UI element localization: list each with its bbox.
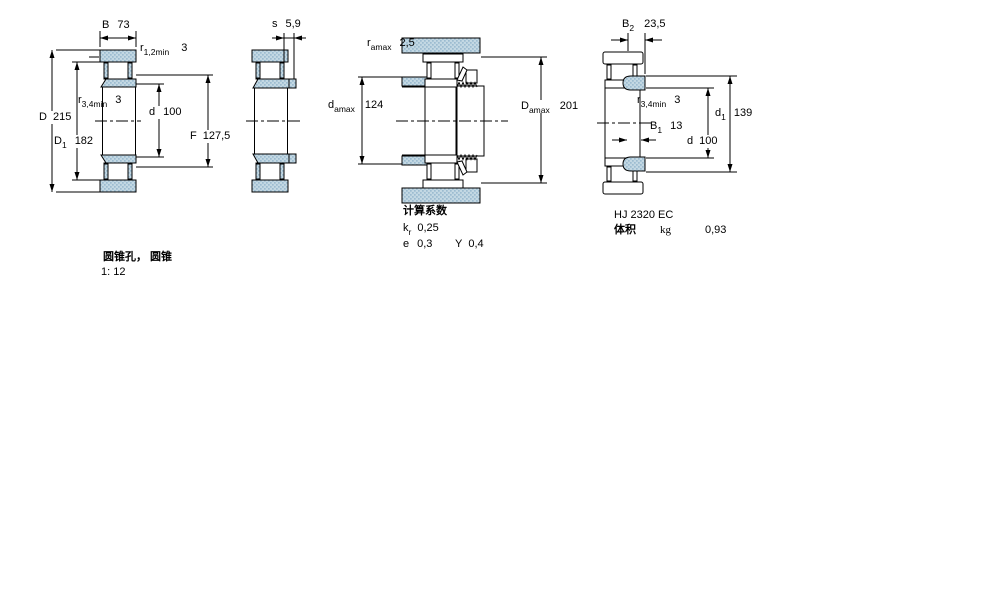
diagram1-bearing-cross-section: [49, 31, 213, 193]
calc-factors-title: 计算系数: [403, 205, 447, 217]
diagram4-bearing-with-angle-ring: [597, 33, 737, 195]
diagram2-bearing-with-rib-cross-section: [246, 33, 306, 193]
mass-value: 0,93: [705, 224, 727, 236]
mass-label: 体积: [614, 224, 636, 236]
diagram3-mounted-bearing-cross-section: [358, 37, 547, 204]
note-taper-ratio: 1: 12: [101, 266, 126, 278]
note-tapered-bore: 圆锥孔， 圆锥: [103, 251, 173, 263]
angle-ring-designation: HJ 2320 EC: [614, 209, 674, 221]
mass-unit: kg: [660, 224, 671, 236]
